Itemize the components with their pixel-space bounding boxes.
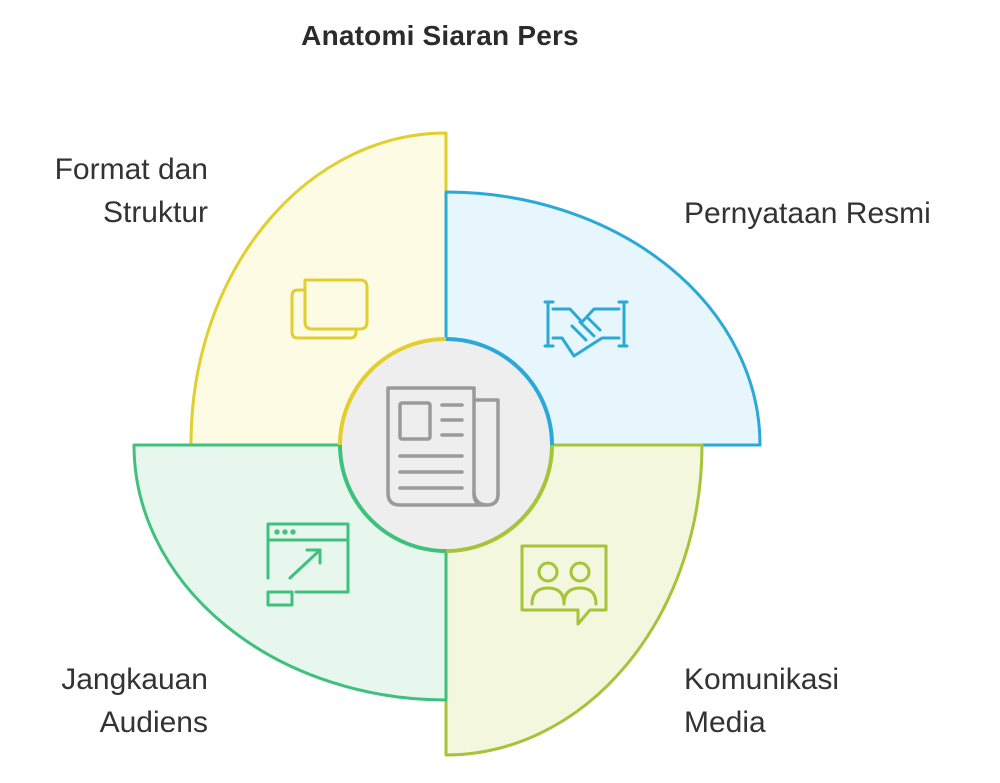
label-audience: Jangkauan Audiens [61,663,208,739]
center-ring-arc [338,444,447,553]
label-statement: Pernyataan Resmi [684,197,931,230]
cards-icon [290,278,369,340]
window-expand-icon [266,522,350,607]
center-ring-arc [445,444,554,553]
handshake-icon [543,300,629,358]
people-chat-icon [520,544,608,626]
newspaper-icon [386,386,500,507]
label-media: Komunikasi Media [684,663,840,739]
center-ring-arc [445,337,554,446]
center-ring-arc [338,337,447,446]
label-format: Format dan Struktur [54,153,208,229]
diagram-title: Anatomi Siaran Pers [301,20,579,51]
